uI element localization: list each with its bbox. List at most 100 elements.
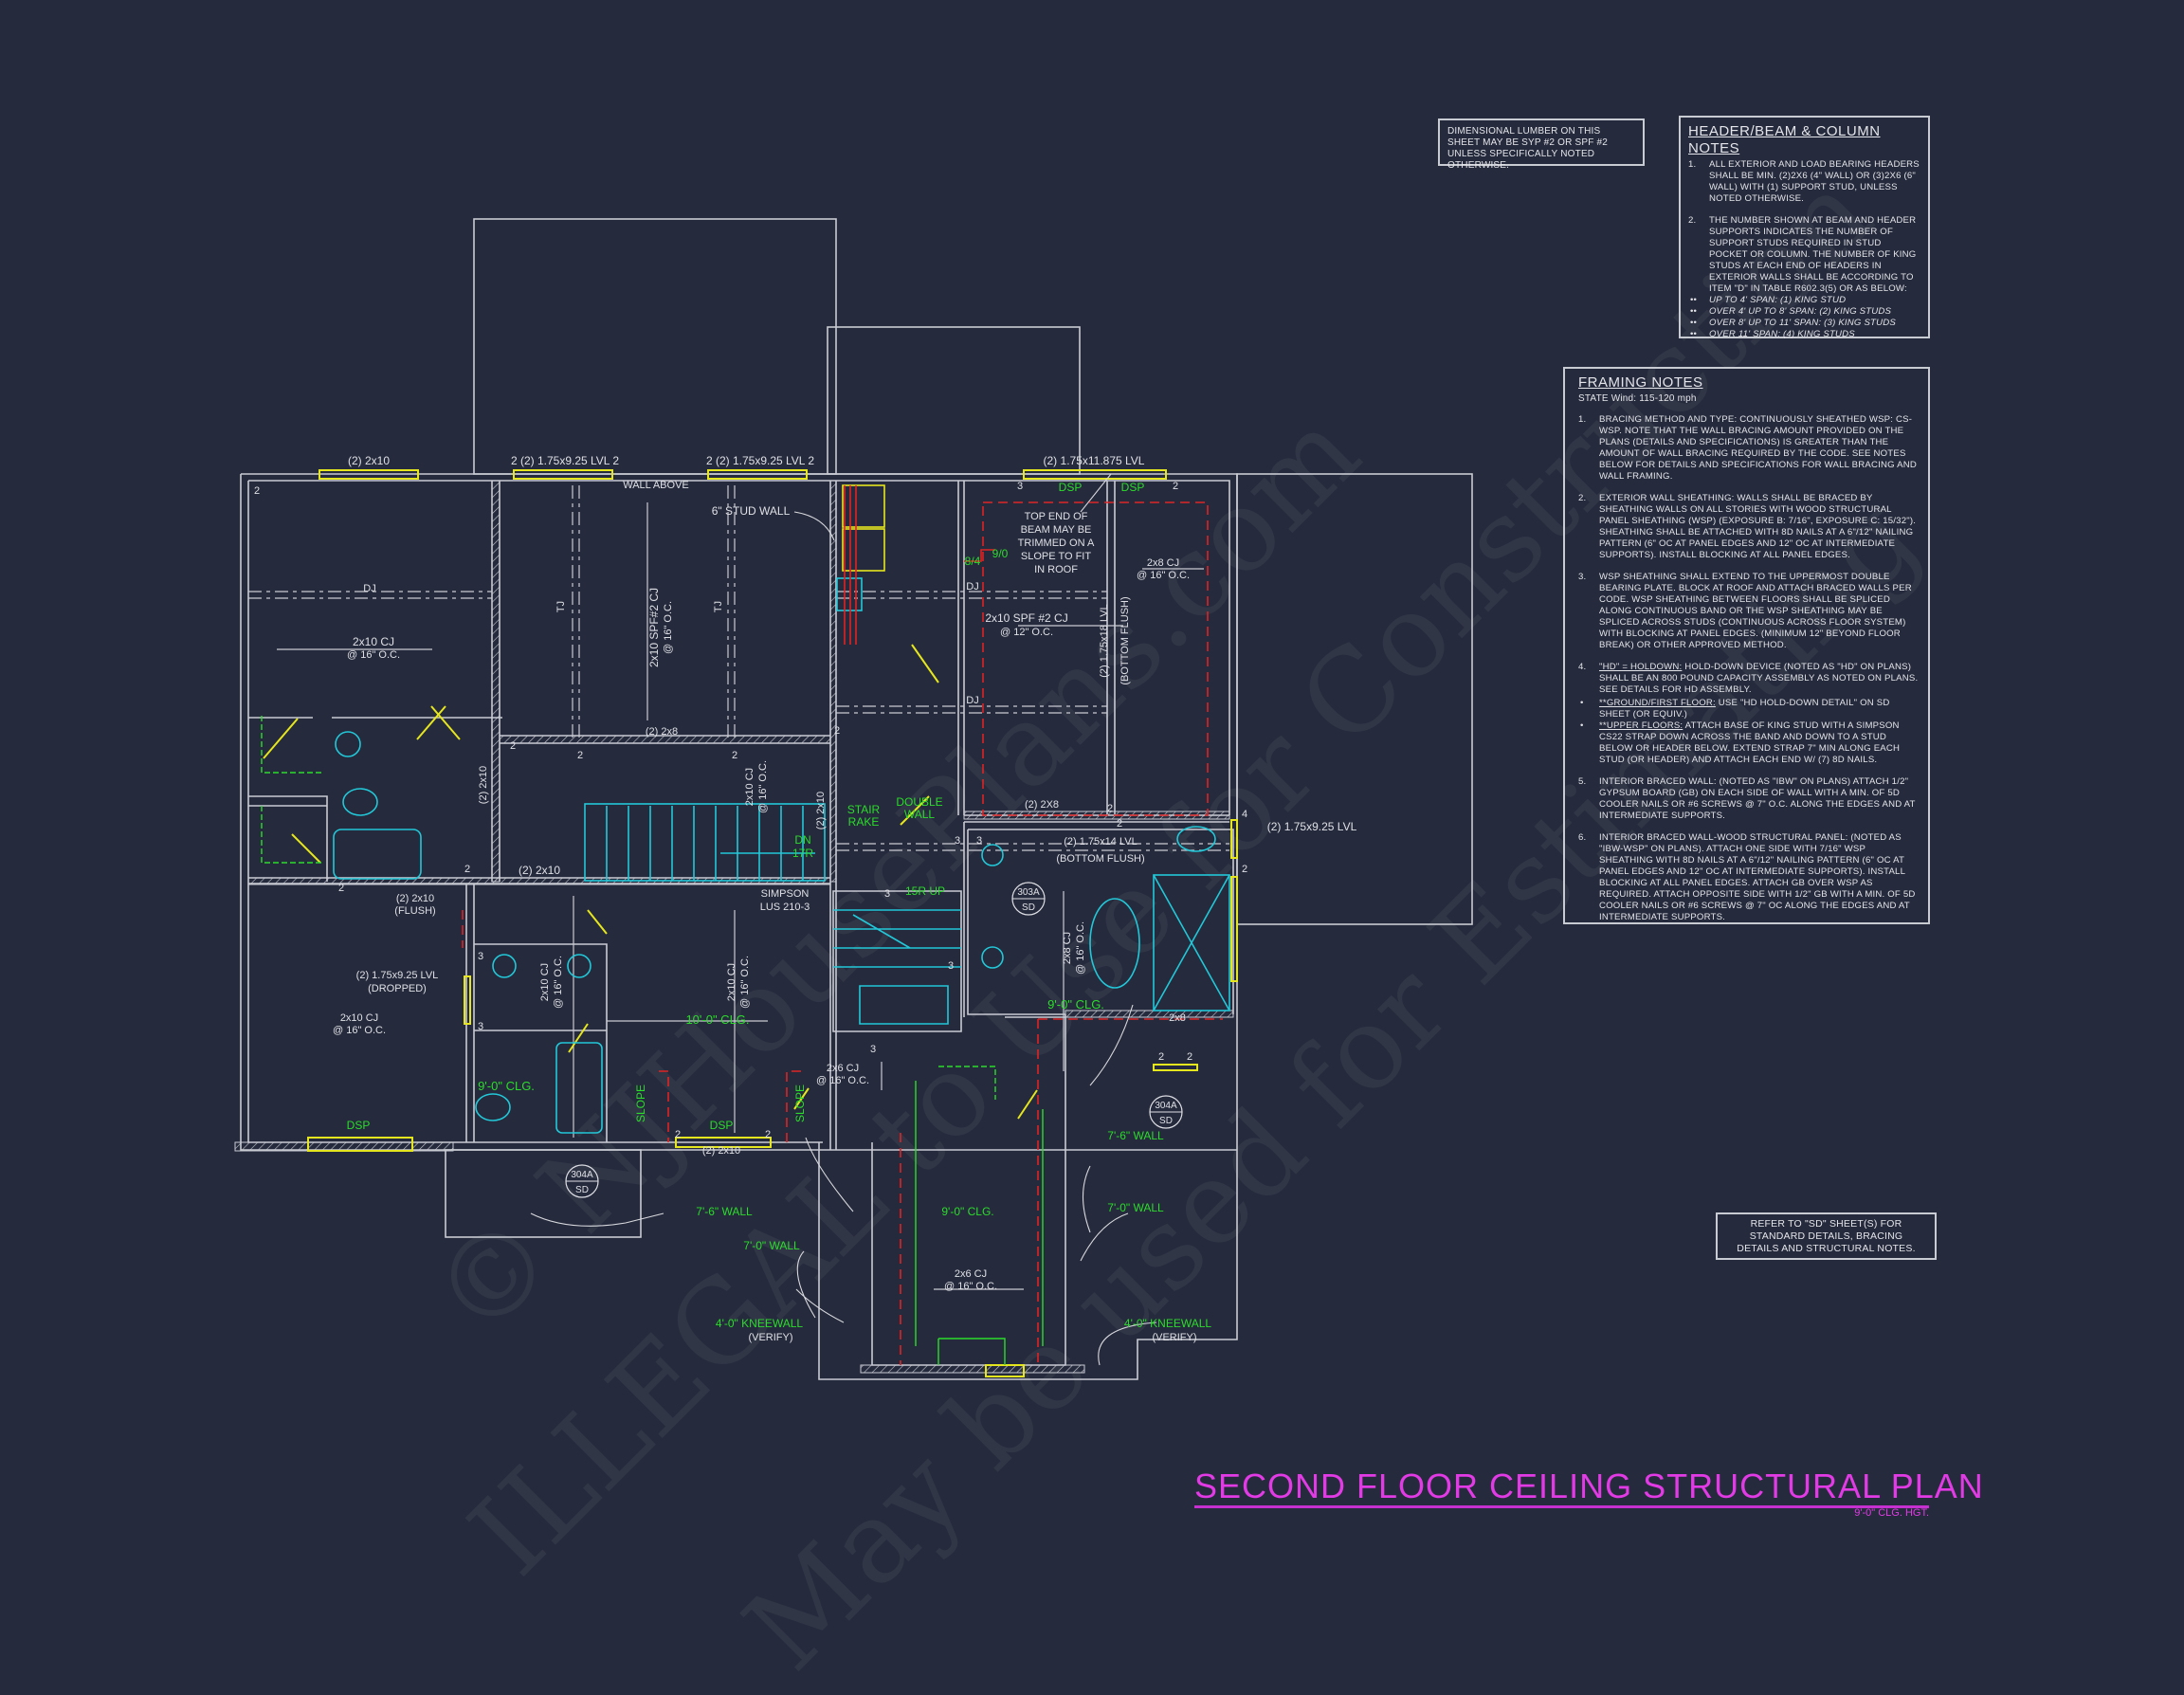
support-stud-count: 3	[948, 960, 954, 972]
plan-callout: 9'-0" CLG.	[941, 1205, 993, 1218]
support-stud-count: 2	[254, 485, 260, 497]
plan-label: (VERIFY)	[748, 1332, 792, 1343]
plan-label: (2) 2x10	[348, 454, 390, 467]
king-stud-rule: ••OVER 8' UP TO 11' SPAN: (3) KING STUDS	[1690, 318, 1920, 329]
plan-label: WALL ABOVE	[623, 480, 689, 491]
support-stud-count: 2	[675, 1129, 681, 1140]
hatched-wall	[1065, 1010, 1234, 1018]
support-stud-count: 2	[834, 725, 840, 737]
plan-callout: WALL	[904, 808, 936, 821]
plan-label: (BOTTOM FLUSH)	[1056, 853, 1144, 865]
framing-note-item: 1.BRACING METHOD AND TYPE: CONTINUOUSLY …	[1578, 414, 1920, 483]
plan-label: (2) 2x10	[396, 893, 434, 904]
support-stud-count: 2	[1107, 803, 1113, 814]
king-stud-rule: •• OVER 4' UP TO 8' SPAN: (2) KING STUDS	[1690, 306, 1920, 318]
plan-label: DJ	[966, 581, 978, 592]
bullet-icon: ••	[1690, 306, 1698, 317]
plan-label: (2) 2x8	[646, 726, 678, 738]
plan-label: TJ	[555, 601, 567, 612]
king-stud-rule: ••UP TO 4' SPAN: (1) KING STUD	[1690, 295, 1920, 306]
note-number: 4.	[1578, 662, 1587, 672]
note-lead: **UPPER FLOORS:	[1599, 720, 1684, 731]
deck-outline	[1236, 473, 1473, 925]
plan-label: 2x10 CJ	[353, 635, 394, 648]
bullet-icon: ••	[1690, 329, 1698, 339]
plan-label: 2x8	[1169, 1012, 1186, 1024]
lumber-note: DIMENSIONAL LUMBER ON THIS SHEET MAY BE …	[1438, 118, 1645, 171]
header-notes-title: HEADER/BEAM & COLUMN NOTES	[1688, 123, 1881, 156]
support-stud-count: 3	[884, 888, 890, 900]
support-stud-count: 2	[464, 864, 470, 875]
plan-label: TRIMMED ON A	[1018, 538, 1095, 549]
note-number: 2.	[1688, 215, 1697, 226]
hatched-wall	[963, 811, 1230, 820]
note-lead: "HD" = HOLDOWN:	[1599, 662, 1683, 672]
support-stud-count: 2	[338, 883, 344, 894]
plan-label: (2) 1.75x18 LVL	[1099, 604, 1110, 677]
plan-callout: 9/0	[992, 547, 1009, 560]
plan-callout: SLOPE	[793, 1084, 807, 1122]
hatched-wall	[491, 480, 500, 883]
note-text: ATTACH BASE OF KING STUD WITH A SIMPSON …	[1599, 720, 1901, 765]
floor-plan: (2) 2x10 2 (2) 1.75x9.25 LVL 2 2 (2) 1.75x…	[234, 218, 1473, 1380]
plan-callout: 4'-0" KNEEWALL	[1124, 1317, 1211, 1330]
plan-label: @ 16" O.C.	[553, 956, 564, 1009]
note-text: INTERIOR BRACED WALL-WOOD STRUCTURAL PAN…	[1599, 832, 1916, 922]
support-stud-count: 3	[955, 835, 960, 847]
plan-label: (2) 2X8	[1025, 799, 1059, 811]
plan-label: (2) 2x10	[519, 864, 560, 877]
plan-callout: STAIR	[847, 803, 881, 816]
roof-outline	[827, 326, 1081, 475]
plan-label: 6" STUD WALL	[712, 504, 791, 518]
lumber-note-text: DIMENSIONAL LUMBER ON THIS SHEET MAY BE …	[1447, 126, 1609, 171]
plan-callout: DSP	[1121, 481, 1145, 494]
plan-callout: DSP	[347, 1119, 371, 1132]
plan-label: @ 16" O.C.	[1075, 921, 1086, 975]
note-number: 2.	[1578, 493, 1587, 503]
bullet-text: OVER 8' UP TO 11' SPAN: (3) KING STUDS	[1709, 318, 1896, 328]
plan-label: @ 16" O.C.	[347, 649, 400, 661]
plan-label: 2x10 CJ	[744, 768, 755, 806]
plan-label: (FLUSH)	[394, 905, 435, 917]
section-callout-bottom: SD	[575, 1185, 589, 1195]
framing-notes: FRAMING NOTES STATE Wind: 115-120 mph 1.…	[1563, 367, 1930, 924]
note-text: HOLD-DOWN DEVICE (NOTED AS "HD" ON PLANS…	[1599, 662, 1919, 695]
support-stud-count: 2	[577, 750, 583, 761]
bullet-text: OVER 4' UP TO 8' SPAN: (2) KING STUDS	[1709, 306, 1892, 317]
plan-label: 2x6 CJ	[955, 1268, 987, 1280]
support-stud-count: 2	[1187, 1051, 1192, 1063]
refer-note-line: STANDARD DETAILS, BRACING	[1749, 1230, 1903, 1242]
support-stud-count: 3	[976, 835, 982, 847]
plan-label: TOP END OF	[1025, 511, 1088, 522]
sheet-title: SECOND FLOOR CEILING STRUCTURAL PLAN	[1194, 1467, 1983, 1508]
bullet-icon: •	[1580, 720, 1584, 731]
plan-label: (2) 2x10	[478, 766, 489, 804]
plan-label: @ 16" O.C.	[944, 1281, 997, 1292]
plan-label: DJ	[363, 583, 375, 594]
framing-note-item: 6.INTERIOR BRACED WALL-WOOD STRUCTURAL P…	[1578, 832, 1920, 923]
king-stud-rule: ••OVER 11' SPAN: (4) KING STUDS	[1690, 329, 1920, 340]
plan-label: LUS 210-3	[760, 902, 810, 913]
plan-callout: 9'-0" CLG.	[478, 1079, 535, 1093]
plan-label: 2x8 CJ	[1062, 932, 1073, 964]
plan-label: (BOTTOM FLUSH)	[1119, 596, 1131, 684]
plan-label: SLOPE TO FIT	[1021, 551, 1091, 562]
plan-label: 2x10 SPF#2 CJ	[647, 588, 661, 667]
support-stud-count: 2	[1158, 1051, 1164, 1063]
plan-label: 2x8 CJ	[1147, 557, 1179, 569]
framing-note-item: 3.WSP SHEATHING SHALL EXTEND TO THE UPPE…	[1578, 572, 1920, 651]
support-stud-count: 2	[510, 740, 516, 752]
plan-callout: DOUBLE	[896, 795, 942, 809]
framing-note-item: 2.EXTERIOR WALL SHEATHING: WALLS SHALL B…	[1578, 493, 1920, 561]
plan-label: 2 (2) 1.75x9.25 LVL 2	[511, 454, 619, 467]
section-callout-top: 304A	[1155, 1101, 1177, 1111]
note-text: INTERIOR BRACED WALL: (NOTED AS "IBW" ON…	[1599, 776, 1916, 821]
plan-label: TJ	[713, 601, 724, 612]
plan-callout: 9'-0" CLG.	[1047, 997, 1104, 1012]
plan-callout: 10'-0" CLG.	[685, 1012, 749, 1027]
plan-label: 2x10 CJ	[539, 963, 551, 1001]
section-callout-top: 303A	[1017, 887, 1040, 898]
note-number: 3.	[1578, 572, 1587, 582]
